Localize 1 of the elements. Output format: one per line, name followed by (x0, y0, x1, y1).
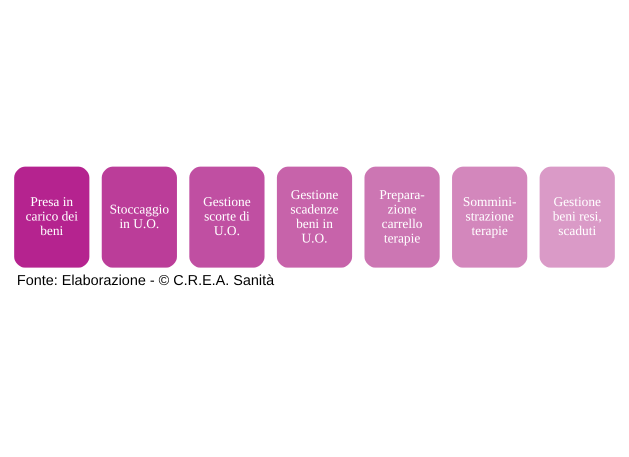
caption: Fonte: Elaborazione - © C.R.E.A. Sanità (16, 272, 274, 288)
